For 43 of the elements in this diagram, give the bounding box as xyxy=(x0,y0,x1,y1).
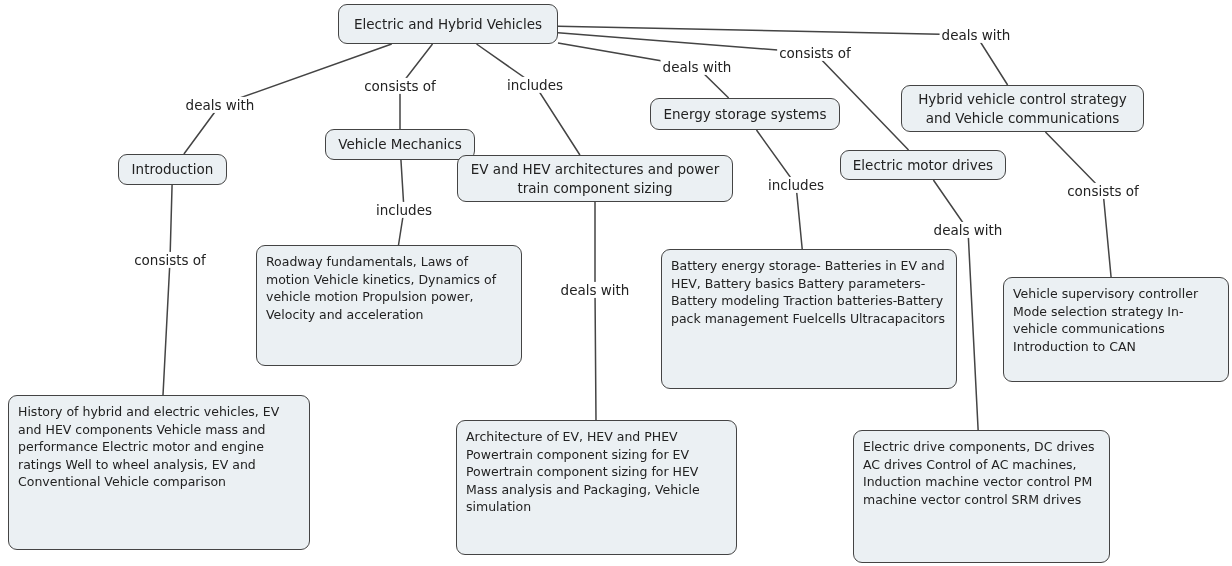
concept-box xyxy=(457,155,733,202)
concept-box xyxy=(661,249,957,389)
concept-box xyxy=(325,129,475,160)
edge-label: consists of xyxy=(132,251,208,269)
concept-box xyxy=(456,420,737,555)
edge-label: includes xyxy=(505,76,565,94)
concept-text: Vehicle supervisory controller Mode selection strategy In-vehicle communications Introduction to CAN xyxy=(1013,285,1200,355)
edge-label: consists of xyxy=(1065,182,1141,200)
edge-label: includes xyxy=(374,201,434,219)
concept-text: Hybrid vehicle control strategy and Vehicle communications xyxy=(917,89,1128,128)
concept-text: Architecture of EV, HEV and PHEV Powertrain component sizing for EV Powertrain component sizing for HEV Mass analysis and Packaging, Vehicle simulation xyxy=(466,428,701,516)
concept-box xyxy=(901,85,1144,132)
concept-box xyxy=(256,245,522,366)
concept-box xyxy=(1003,277,1229,382)
connector-line xyxy=(557,25,1009,86)
concept-text: Battery energy storage- Batteries in EV and HEV, Battery basics Battery parameters-Battery modeling Traction batteries-Battery pack management Fuelcells Ultracapacitors xyxy=(671,257,946,327)
connector-line xyxy=(932,179,979,431)
concept-text: Electric motor drives xyxy=(852,155,994,175)
edge-label: deals with xyxy=(939,26,1013,44)
edge-label: includes xyxy=(766,176,826,194)
edge-label: consists of xyxy=(777,44,853,62)
concept-box xyxy=(118,154,227,185)
concept-text: Energy storage systems xyxy=(663,104,827,124)
edge-label: deals with xyxy=(931,221,1005,239)
edge-label: deals with xyxy=(183,96,257,114)
edge-label: consists of xyxy=(362,77,438,95)
concept-text: Vehicle Mechanics xyxy=(338,135,462,154)
concept-box xyxy=(853,430,1110,563)
connector-line xyxy=(1044,131,1112,278)
concept-text: Introduction xyxy=(131,160,214,179)
concept-text: History of hybrid and electric vehicles, EV and HEV components Vehicle mass and performance Electric motor and engine ratings Well to wheel analysis, EV and Conventional Vehicle comparison xyxy=(18,403,281,491)
concept-text: Electric and Hybrid Vehicles xyxy=(353,14,543,34)
concept-box xyxy=(8,395,310,550)
concept-box xyxy=(338,4,558,44)
edge-label: deals with xyxy=(558,281,632,299)
concept-box xyxy=(840,150,1006,180)
concept-text: Roadway fundamentals, Laws of motion Vehicle kinetics, Dynamics of vehicle motion Propulsion power, Velocity and acceleration xyxy=(266,253,498,323)
connector-line xyxy=(162,184,173,396)
connector-line xyxy=(594,201,597,421)
concept-text: EV and HEV architectures and power train component sizing xyxy=(469,159,721,198)
concept-box xyxy=(650,98,840,130)
edge-label: deals with xyxy=(660,58,734,76)
concept-text: Electric drive components, DC drives AC drives Control of AC machines, Induction machine vector control PM machine vector control SRM drives xyxy=(863,438,1096,508)
